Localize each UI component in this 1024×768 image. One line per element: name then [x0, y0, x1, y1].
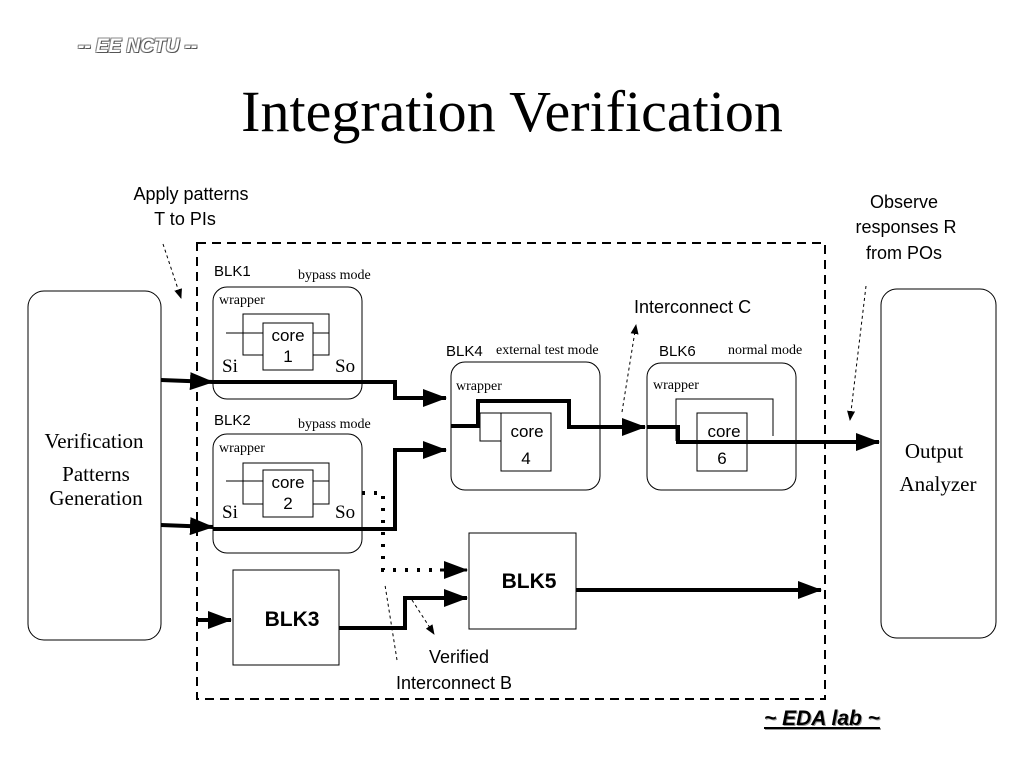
blk1-wrapper-label: wrapper — [219, 293, 265, 308]
annotation-pointers — [162, 243, 867, 661]
blk6-label: BLK6 — [659, 343, 696, 360]
blk4-mode: external test mode — [496, 343, 599, 358]
blk2-label: BLK2 — [214, 412, 251, 429]
blk3-block: BLK3 — [232, 569, 340, 666]
verified-b-line2: Interconnect B — [396, 673, 512, 693]
right-box-line2: Analyzer — [900, 472, 977, 496]
footer-tag: ~ EDA lab ~ — [764, 707, 880, 730]
blk1-si: Si — [222, 356, 238, 377]
left-box-line1: Verification — [44, 429, 144, 453]
blk4-label: BLK4 — [446, 343, 483, 360]
path-input-blk2 — [160, 517, 214, 536]
blk1-so: So — [335, 356, 355, 377]
path-blk4-internal — [451, 399, 600, 429]
blk2-wrapper-label: wrapper — [219, 441, 265, 456]
path-input-blk1 — [160, 372, 214, 391]
output-analyzer-box: Output Analyzer — [880, 288, 997, 639]
observe-line1: Observe — [870, 192, 938, 212]
apply-patterns-line2: T to PIs — [154, 209, 216, 229]
verification-patterns-generation-box: Verification Patterns Generation — [27, 290, 162, 641]
integration-boundary — [196, 242, 826, 700]
core2-line2: 2 — [283, 494, 292, 513]
blk6-mode: normal mode — [728, 343, 802, 358]
core6-line1: core — [707, 422, 740, 441]
blk2-block: BLK2 bypass mode wrapper core 2 Si So — [212, 412, 371, 554]
dotted-interconnect — [362, 491, 440, 572]
apply-pointer — [162, 243, 182, 299]
blk2-si: Si — [222, 502, 238, 523]
observe-line2: responses R — [855, 217, 956, 237]
core6-line2: 6 — [717, 449, 726, 468]
observe-line3: from POs — [866, 243, 942, 263]
apply-patterns-line1: Apply patterns — [133, 184, 248, 204]
right-box-line1: Output — [905, 439, 964, 463]
core1-line1: core — [271, 326, 304, 345]
verified-b-line1: Verified — [429, 647, 489, 667]
path-blk2-bypass-to-blk4 — [213, 441, 447, 531]
blk2-mode: bypass mode — [298, 417, 371, 432]
blk1-label: BLK1 — [214, 263, 251, 280]
blk5-label: BLK5 — [502, 570, 557, 593]
blk2-so: So — [335, 502, 355, 523]
core1-line2: 1 — [283, 347, 292, 366]
left-box-line2: Patterns — [62, 462, 130, 486]
interconnect-c-label: Interconnect C — [634, 297, 751, 317]
verified-b-pointer-2 — [411, 599, 435, 635]
blk4-wrapper-label: wrapper — [456, 379, 502, 394]
blk6-wrapper-label: wrapper — [653, 378, 699, 393]
path-blk1-bypass-to-blk4 — [213, 380, 447, 407]
signal-paths — [160, 372, 880, 630]
verified-b-pointer-1 — [384, 584, 398, 661]
blk1-block: BLK1 bypass mode wrapper core 1 Si So — [212, 263, 371, 400]
blk6-block: BLK6 normal mode wrapper core 6 — [646, 343, 802, 491]
blk4-block: BLK4 external test mode wrapper core 4 — [446, 343, 601, 491]
path-blk3-to-blk5 — [339, 589, 468, 630]
blk1-mode: bypass mode — [298, 268, 371, 283]
observe-pointer — [847, 285, 867, 421]
interconnect-c-pointer — [621, 324, 639, 413]
core4-line2: 4 — [521, 449, 530, 468]
page-title: Integration Verification — [241, 79, 783, 144]
core2-line1: core — [271, 473, 304, 492]
blk5-block: BLK5 — [468, 532, 577, 630]
left-box-line3: Generation — [49, 486, 143, 510]
header-tag: -- EE NCTU -- — [78, 36, 198, 57]
path-blk6-internal — [647, 425, 775, 444]
core4-line1: core — [510, 422, 543, 441]
blk3-label: BLK3 — [265, 608, 320, 631]
